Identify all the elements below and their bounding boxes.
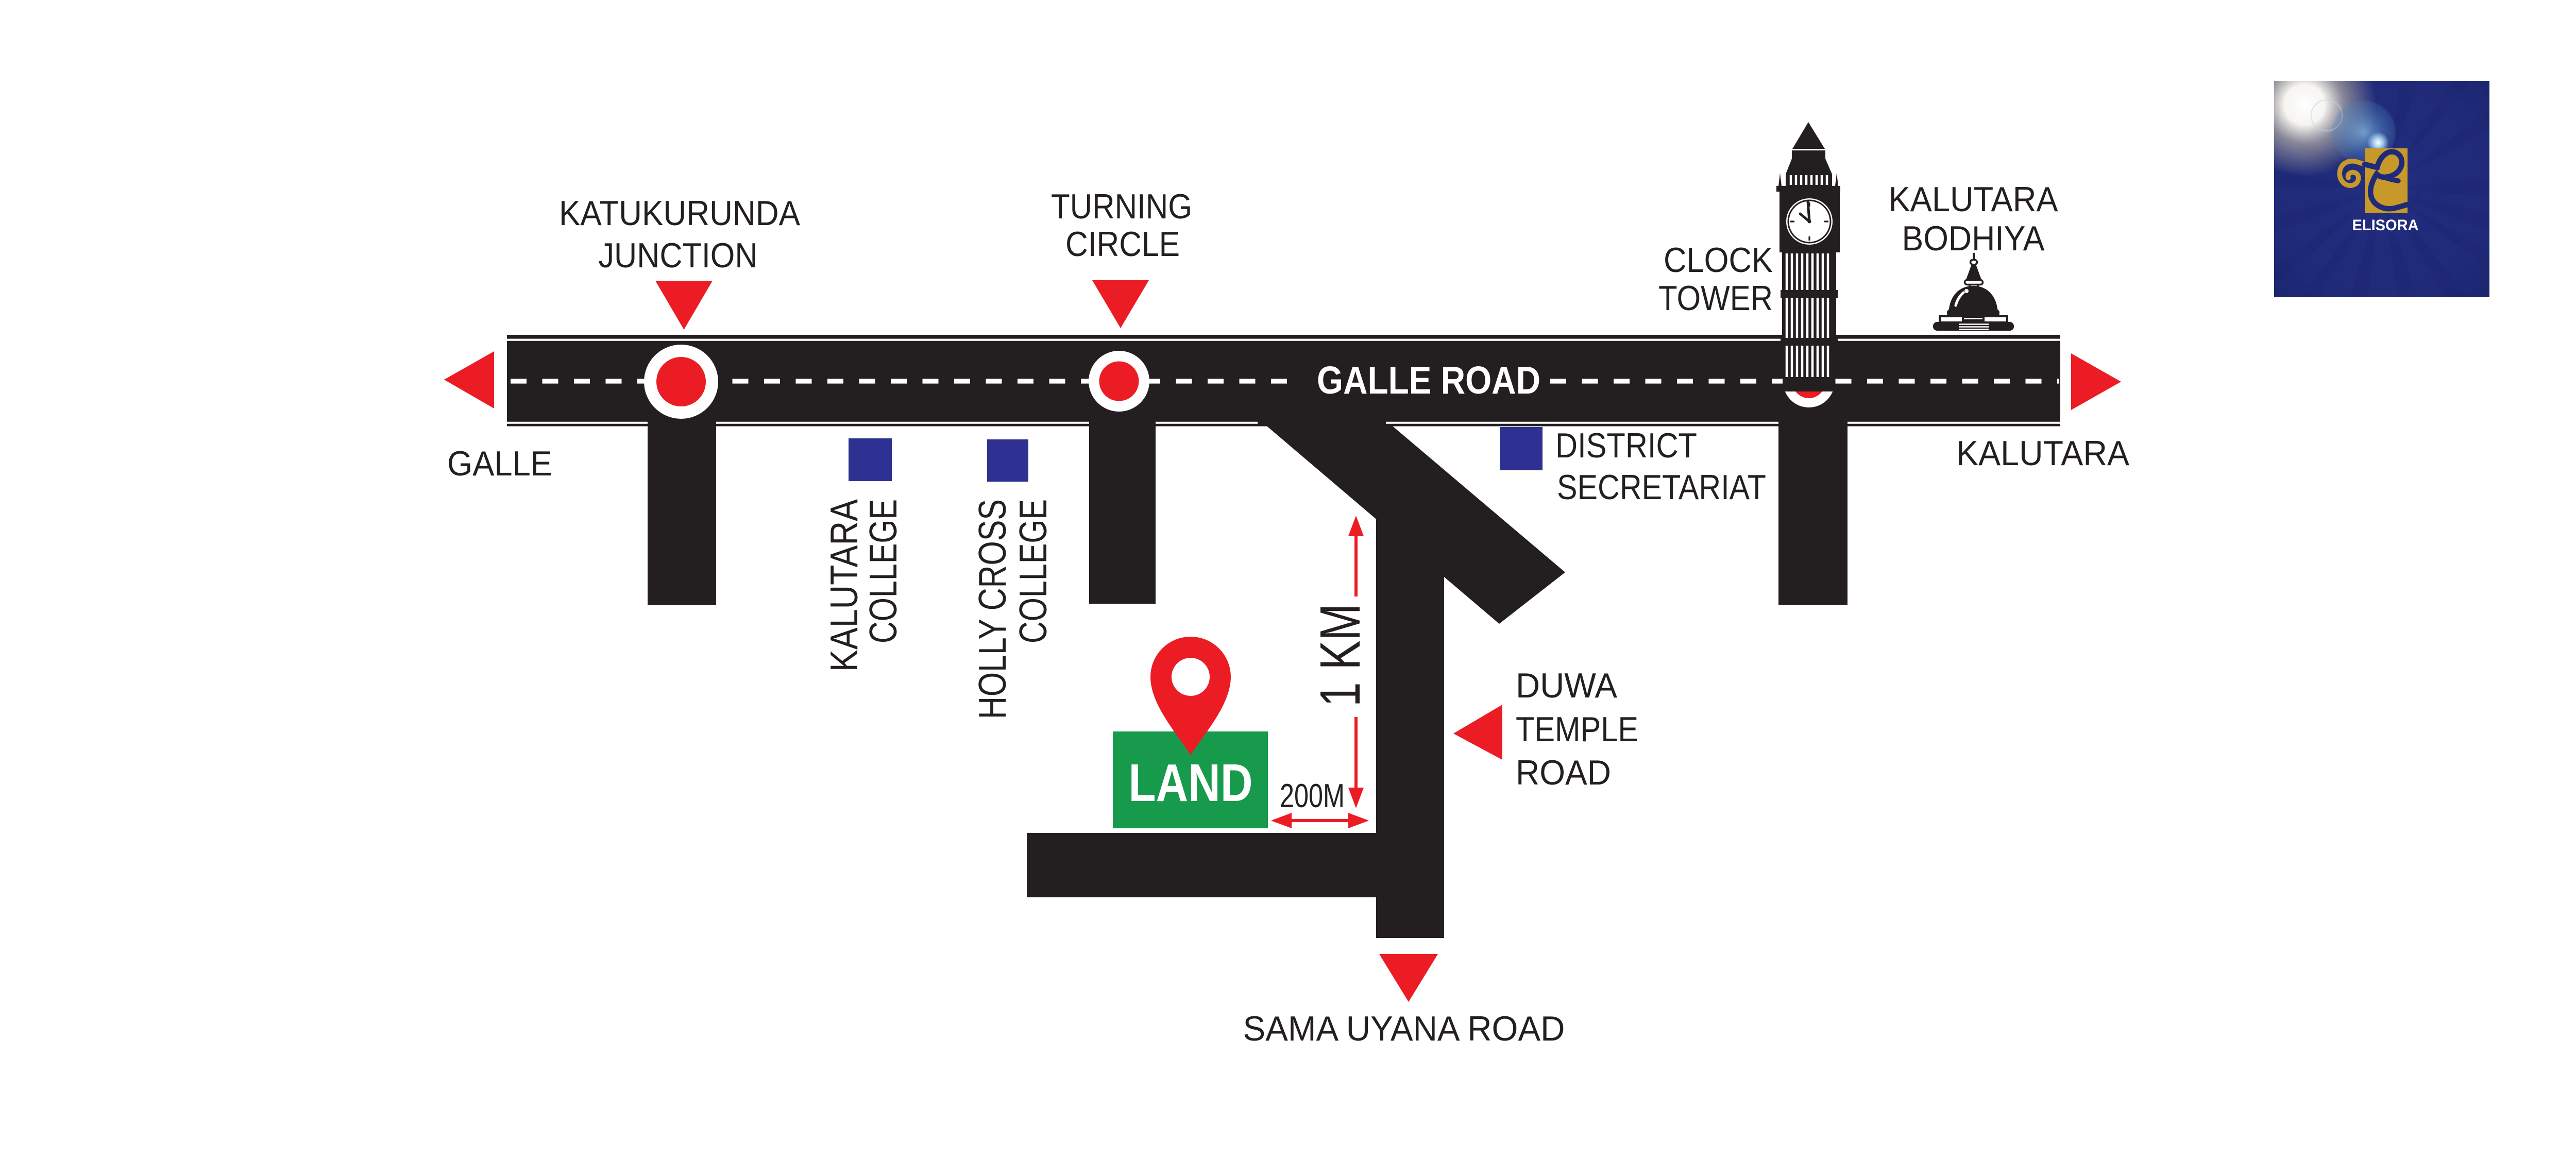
svg-text:KATUKURUNDA: KATUKURUNDA xyxy=(559,194,801,233)
svg-text:TOWER: TOWER xyxy=(1658,279,1773,318)
svg-text:BODHIYA: BODHIYA xyxy=(1902,219,2045,258)
svg-text:CLOCK: CLOCK xyxy=(1664,241,1773,280)
svg-text:DUWA: DUWA xyxy=(1516,666,1618,705)
svg-text:KALUTARA: KALUTARA xyxy=(1889,180,2059,219)
svg-text:SECRETARIAT: SECRETARIAT xyxy=(1557,468,1766,507)
svg-text:TEMPLE: TEMPLE xyxy=(1516,710,1638,749)
svg-text:LAND: LAND xyxy=(1129,753,1253,812)
svg-text:COLLEGE: COLLEGE xyxy=(1011,499,1055,643)
svg-text:GALLE: GALLE xyxy=(447,444,552,483)
svg-text:1 KM: 1 KM xyxy=(1309,604,1372,707)
svg-text:JUNCTION: JUNCTION xyxy=(599,236,758,275)
svg-text:ROAD: ROAD xyxy=(1516,753,1611,792)
svg-text:DISTRICT: DISTRICT xyxy=(1555,426,1697,465)
svg-text:200M: 200M xyxy=(1280,777,1345,814)
svg-text:CIRCLE: CIRCLE xyxy=(1065,225,1180,264)
svg-text:KALUTARA: KALUTARA xyxy=(822,499,866,672)
svg-text:COLLEGE: COLLEGE xyxy=(861,499,905,643)
svg-text:HOLLY CROSS: HOLLY CROSS xyxy=(971,499,1014,719)
svg-text:ELISORA: ELISORA xyxy=(2352,217,2419,234)
svg-text:TURNING: TURNING xyxy=(1051,187,1192,226)
svg-text:SAMA UYANA ROAD: SAMA UYANA ROAD xyxy=(1243,1009,1565,1048)
svg-text:GALLE ROAD: GALLE ROAD xyxy=(1317,359,1540,402)
svg-text:KALUTARA: KALUTARA xyxy=(1956,434,2130,473)
